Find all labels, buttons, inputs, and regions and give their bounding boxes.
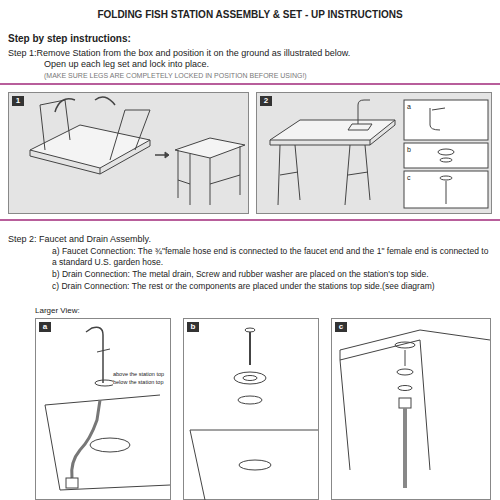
instruction: c) Drain Connection: The rest or the com… <box>52 281 492 292</box>
step-heading: Step 2: Faucet and Drain Assembly. <box>8 234 151 245</box>
part-note: below the station top <box>113 379 163 386</box>
inset-letter: c <box>407 172 411 183</box>
panel-number: 1 <box>12 96 24 106</box>
inset-letter: a <box>407 101 411 112</box>
panel-number: b <box>187 322 199 332</box>
instruction: b) Drain Connection: The metal drain, Sc… <box>52 269 492 280</box>
part-note: above the station top <box>113 371 164 378</box>
inset-letter: b <box>407 144 411 155</box>
panel-number: a <box>39 322 51 332</box>
panel-number: c <box>335 322 347 332</box>
page-title: FOLDING FISH STATION ASSEMBLY & SET - UP… <box>0 9 500 20</box>
section-label: Larger View: <box>35 305 80 316</box>
step-text: Open up each leg set and lock into place… <box>44 59 209 70</box>
panel-frame: c <box>331 318 491 500</box>
instruction: a) Faucet Connection: The ¾"female hose … <box>52 246 492 268</box>
heading: Step by step instructions: <box>8 33 131 44</box>
warning-note: (MAKE SURE LEGS ARE COMPLETELY LOCKED IN… <box>44 70 307 81</box>
panel-number: 2 <box>260 96 272 106</box>
step-text: Step 1:Remove Station from the box and p… <box>8 48 350 59</box>
